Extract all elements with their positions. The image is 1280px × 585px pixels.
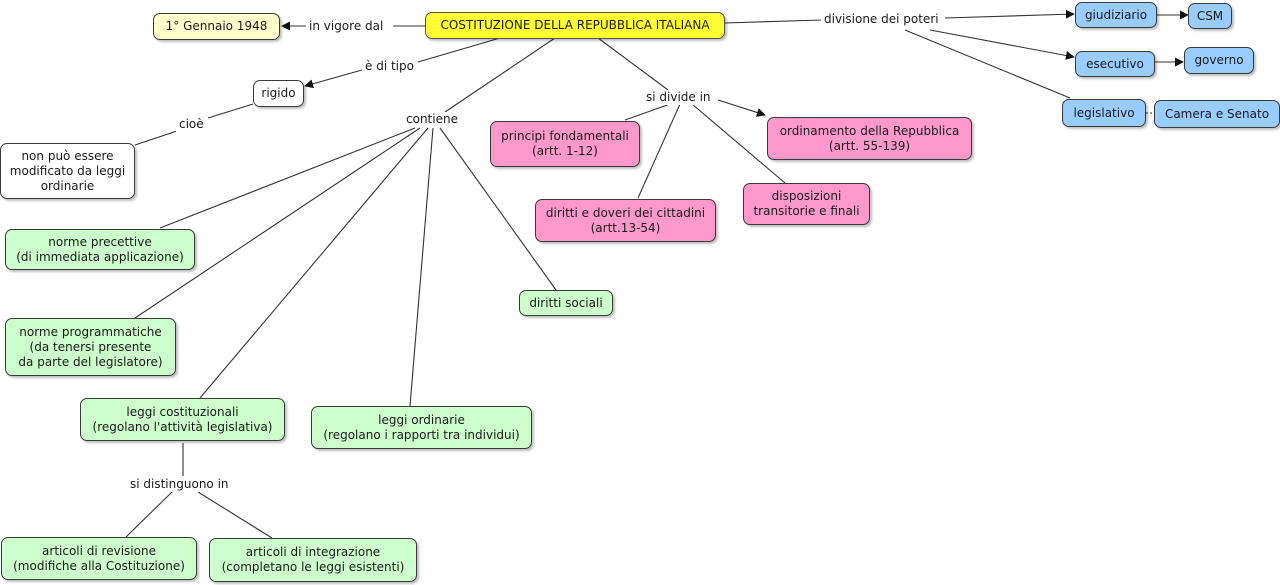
node-governo[interactable]: governo — [1184, 47, 1254, 74]
link-label-in-vigore: in vigore dal — [306, 19, 387, 34]
edge-root-contiene — [444, 37, 556, 113]
edge-sidivide-disposizioni — [691, 103, 786, 184]
node-giudiziario[interactable]: giudiziario — [1075, 2, 1157, 28]
link-label-divisione: divisione dei poteri — [821, 12, 942, 27]
node-costituzione[interactable]: COSTITUZIONE DELLA REPUBBLICA ITALIANA — [425, 12, 725, 39]
node-norme-precettive[interactable]: norme precettive (di immediata applicazi… — [5, 229, 195, 270]
edge-divisione-legislativo — [904, 29, 1071, 99]
edge-contiene-costituzionali — [199, 127, 429, 399]
edge-sidivide-principi — [624, 103, 671, 121]
node-non-modificabile[interactable]: non può essere modificato da leggi ordin… — [0, 143, 135, 199]
edge-root-sidivide — [597, 37, 669, 91]
edge-distinguono-revisione — [125, 491, 173, 538]
node-leggi-costituzionali[interactable]: leggi costituzionali (regolano l'attivit… — [80, 398, 285, 441]
edge-contiene-precettive — [159, 127, 416, 229]
edge-distinguono-integrazione — [197, 491, 273, 539]
edge-contiene-sociali — [439, 127, 557, 291]
node-csm[interactable]: CSM — [1188, 3, 1232, 29]
node-date[interactable]: 1° Gennaio 1948 — [153, 13, 280, 40]
edge-divisione-giudiziario — [944, 9, 1075, 19]
edge-root-divisione — [724, 19, 823, 24]
edge-cioe-nonmod — [134, 129, 181, 146]
edge-tipo-rigido — [304, 69, 363, 89]
edge-divisione-esecutivo — [929, 29, 1075, 60]
edge-contiene-programmatiche — [134, 127, 421, 319]
node-diritti-doveri[interactable]: diritti e doveri dei cittadini (artt.13-… — [535, 199, 716, 242]
node-legislativo[interactable]: legislativo — [1062, 99, 1146, 127]
link-label-tipo: è di tipo — [362, 59, 417, 74]
edge-rigido-cioe — [207, 103, 254, 119]
node-ordinamento[interactable]: ordinamento della Repubblica (artt. 55-1… — [767, 117, 972, 160]
link-label-contiene: contiene — [403, 112, 461, 127]
edge-contiene-ordinarie — [409, 127, 434, 407]
edge-sidivide-ordinamento — [717, 99, 766, 117]
node-camera-senato[interactable]: Camera e Senato — [1154, 100, 1280, 128]
node-articoli-revisione[interactable]: articoli di revisione (modifiche alla Co… — [1, 537, 197, 580]
node-esecutivo[interactable]: esecutivo — [1075, 51, 1155, 77]
edge-root-tipo — [417, 37, 501, 63]
node-rigido[interactable]: rigido — [253, 80, 304, 107]
link-label-si-distinguono: si distinguono in — [127, 477, 232, 492]
node-diritti-sociali[interactable]: diritti sociali — [519, 290, 613, 316]
edge-sidivide-diritti — [637, 103, 681, 199]
node-leggi-ordinarie[interactable]: leggi ordinarie (regolano i rapporti tra… — [311, 406, 532, 449]
node-principi[interactable]: principi fondamentali (artt. 1-12) — [490, 121, 640, 167]
link-label-cioe: cioè — [176, 117, 207, 132]
node-disposizioni[interactable]: disposizioni transitorie e finali — [743, 183, 870, 225]
link-label-si-divide: si divide in — [643, 90, 714, 105]
node-articoli-integrazione[interactable]: articoli di integrazione (completano le … — [209, 538, 417, 582]
node-norme-programmatiche[interactable]: norme programmatiche (da tenersi present… — [5, 318, 176, 376]
